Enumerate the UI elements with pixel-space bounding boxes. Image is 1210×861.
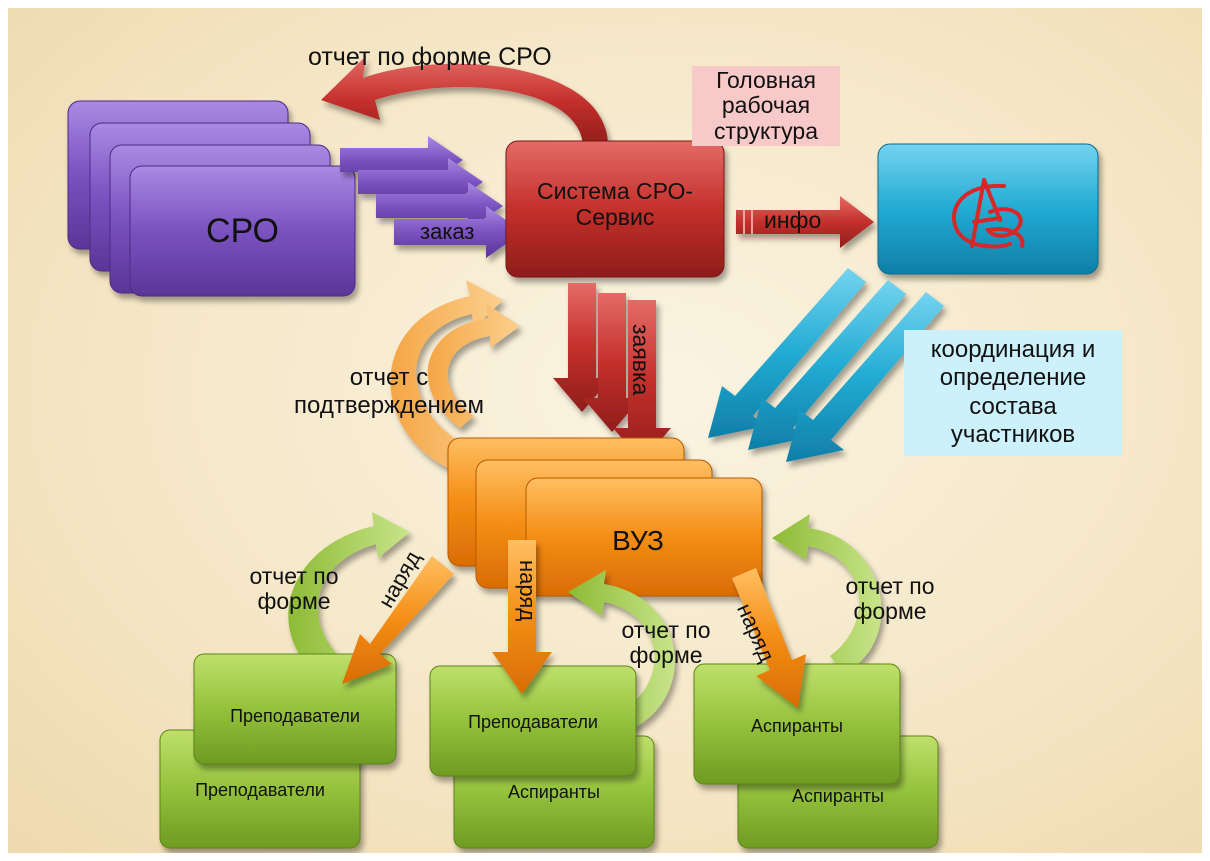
arrows-order [340, 136, 523, 258]
label-head-structure: Головная рабочая структура [692, 66, 840, 146]
arrow-report-form-middle [568, 570, 675, 730]
label-teachers-2: Преподаватели [195, 779, 325, 800]
label-postgrads-3: Аспиранты [792, 785, 884, 806]
label-report-sro-form: отчет по форме СРО [308, 43, 552, 71]
arrows-assignment [342, 540, 806, 708]
arrow-report-form-left [288, 512, 410, 688]
organization-logo-icon [951, 178, 1025, 249]
arrow-info [736, 196, 874, 248]
organization-box [877, 143, 1099, 275]
arrow-report-form-right [772, 514, 882, 674]
label-report-form-middle: отчет по форме [621, 617, 711, 669]
arrow-report-sro-form [321, 56, 608, 146]
label-coordination: координация и определение состава участн… [904, 330, 1122, 456]
arrow-report-confirmation [390, 280, 520, 468]
label-teachers-1: Преподаватели [230, 705, 360, 726]
label-postgrads-2: Аспиранты [751, 715, 843, 736]
diagram-canvas: отчет по форме СРО Головная рабочая стру… [8, 8, 1202, 853]
label-request: заявка [628, 324, 654, 396]
system-box [505, 140, 725, 278]
label-info: инфо [764, 207, 822, 233]
diagram-graphics [67, 56, 1099, 849]
label-postgrads-1: Аспиранты [508, 781, 600, 802]
label-assignment-2: наряд [515, 560, 540, 622]
label-teachers-3: Преподаватели [468, 711, 598, 732]
label-report-confirmation: отчет с подтверждением [294, 364, 484, 419]
vuz-stack [447, 437, 763, 597]
label-system: Система СРО-Сервис [536, 177, 693, 230]
label-report-form-right: отчет по форме [845, 573, 935, 625]
sro-stack [67, 100, 356, 297]
label-vuz: ВУЗ [612, 525, 664, 556]
label-sro: СРО [206, 211, 279, 250]
arrows-request [553, 283, 671, 462]
label-report-form-left: отчет по форме [249, 563, 339, 615]
label-order: заказ [420, 219, 475, 244]
